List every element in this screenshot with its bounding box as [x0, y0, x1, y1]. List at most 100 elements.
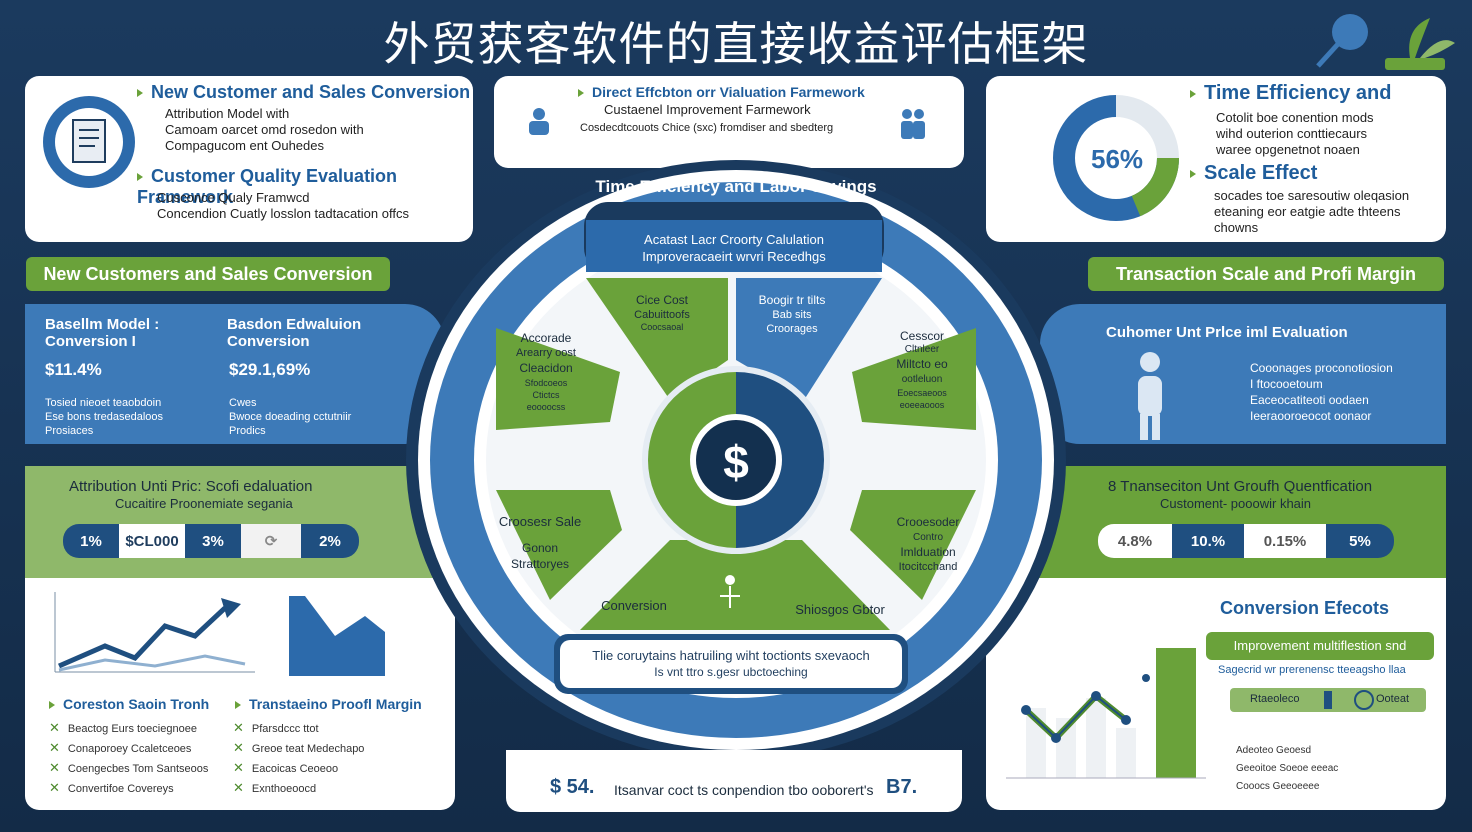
pill-cell: 0.15%	[1244, 524, 1326, 558]
segment-text: Contro	[913, 532, 943, 543]
text-line: Custaenel Improvement Farmework	[604, 102, 811, 117]
list-item: Convertifoe Covereys	[67, 783, 174, 795]
segment-cost	[586, 278, 728, 400]
cost-suffix: B7.	[886, 776, 918, 798]
segment-text: Cesscor	[900, 329, 944, 343]
text-line: Eaceocatiteoti oodaen	[1250, 393, 1369, 407]
heading-time-efficiency: Time Efficiency and	[1204, 82, 1392, 104]
chart-point	[1142, 674, 1150, 682]
people-icon	[901, 109, 925, 139]
heading-new-customer: New Customer and Sales Conversion	[151, 82, 471, 102]
segment-text: Strattoryes	[511, 557, 569, 571]
bar-highlight	[1156, 648, 1196, 778]
text-line: Customent- pooowir khain	[1160, 496, 1312, 511]
segment-text: Cabuittoofs	[634, 309, 690, 321]
text-line: Attribution Model with	[165, 106, 290, 121]
bar	[1116, 728, 1136, 778]
segment-sale	[496, 490, 622, 600]
pill-growth-metrics: 4.8% 10.% 0.15% 5%	[1098, 524, 1394, 558]
segment-text: Sfodcoeos	[525, 378, 568, 388]
banner-new-customers: New Customers and Sales Conversion	[26, 257, 390, 291]
check-icon: ✕	[49, 780, 60, 795]
pill-cell: $CL000	[119, 524, 185, 558]
text-line: Tosied nieoet teaobdoin	[45, 397, 162, 409]
segment-text: Cltnleer	[905, 344, 940, 355]
trend-line-secondary	[58, 654, 246, 672]
team-icon	[529, 108, 549, 135]
segment-text: Cleacidon	[519, 361, 572, 375]
dollar-icon	[696, 420, 776, 500]
pill-cell: 5%	[1326, 524, 1394, 558]
text-line: Ese bons tredasedaloos	[45, 411, 164, 423]
segment-text: Cice Cost	[636, 293, 689, 307]
toggle-slider[interactable]: Rtaeoleco Ooteat	[1230, 688, 1426, 712]
list-item: Conaporoey Ccaletceoes	[67, 743, 192, 755]
radio-icon[interactable]	[1354, 690, 1374, 710]
segment-text: Conversion	[601, 598, 667, 613]
heading-unit-price: Cuhomer Unt Prlce iml Evaluation	[1106, 324, 1348, 341]
donut-percent: 56%	[1091, 144, 1143, 174]
segment-text: Coocsaoal	[641, 322, 684, 332]
bottom-box-line: Tlie coruytains hatruiling wiht toctiont…	[592, 648, 869, 663]
text-line: Basdon Edwaluion	[227, 316, 362, 333]
segment-text: Miltcto eo	[896, 357, 948, 371]
panel-baseline-model: Basellm Model : Conversion I $11.4% Tosi…	[25, 304, 445, 444]
inner-box	[586, 220, 882, 272]
benefit-wheel: Time Efficiency and Labor Savings Acatas…	[406, 160, 1066, 760]
segment-text: Shiosgos Gbtor	[795, 602, 885, 617]
person-icon	[1138, 352, 1162, 440]
cost-text: Itsanvar coct ts conpendion tbo ooborert…	[614, 782, 874, 798]
segment-accurate	[496, 328, 620, 430]
text-line: Sagecrid wr prerenensc tteeagsho llaa	[1218, 664, 1406, 676]
text-line: Bwoce doeading cctutniir	[229, 411, 352, 423]
card-new-customer: New Customer and Sales Conversion Attrib…	[25, 76, 473, 242]
text-line: socades toe saresoutiw oleqasion	[1214, 188, 1410, 203]
text-line: waree opgenetnot noaen	[1216, 142, 1360, 157]
pin-icon	[1316, 14, 1368, 68]
text-line: Attribution Unti Pric: Scofi edaluation	[69, 478, 313, 495]
segment-conversion	[580, 540, 890, 630]
donut-segment-green	[1131, 157, 1179, 217]
text-line: Prodics	[229, 425, 266, 437]
segment-text: Gonon	[522, 541, 558, 555]
banner-transaction-scale: Transaction Scale and Profi Margin	[1088, 257, 1444, 291]
inner-box-line: Acatast Lacr Croorty Calulation	[644, 232, 824, 247]
slider-handle[interactable]	[1324, 691, 1332, 709]
list-item: Pfarsdccc ttot	[251, 723, 319, 735]
segment-text: Bab sits	[772, 309, 812, 321]
segment-text: Itocitcchand	[899, 561, 958, 573]
segment-budget	[736, 278, 882, 400]
heading-margin-list: Transtaeino Proofl Margin	[249, 696, 422, 712]
trend-line	[58, 606, 227, 669]
card-conversion-trends: Coreston Saoin Tronh ✕Beactog Eurs toeci…	[25, 578, 455, 810]
segment-text: Crooesoder	[897, 515, 960, 529]
pill-cell: 3%	[185, 524, 241, 558]
check-icon: ✕	[233, 740, 244, 755]
list-item: Coengecbes Tom Santseoos	[67, 763, 209, 775]
text-line: Cosdecdtcouots Chice (sxc) fromdiser and…	[580, 122, 834, 134]
baseline-eval-value: $29.1,69%	[229, 360, 311, 379]
check-icon: ✕	[49, 760, 60, 775]
text-line: Ieeraooroeocot oonaor	[1250, 409, 1372, 423]
document-icon	[43, 96, 135, 188]
text-line: Concendion Cuatly losslon tadtacation of…	[157, 206, 409, 221]
bottom-box-inner	[560, 640, 902, 688]
chart-point	[1091, 691, 1101, 701]
segment-text: ootleluon	[902, 374, 943, 385]
chart-point	[1021, 705, 1031, 715]
panel-unit-growth: 8 Tnanseciton Unt Groufh Quentfication C…	[1024, 466, 1446, 578]
list-item: Eacoicas Ceoeoo	[251, 763, 339, 775]
text-line: Basellm Model :	[45, 316, 160, 333]
text-line: Cooonages proconotiosion	[1250, 361, 1393, 375]
text-line: 8 Tnanseciton Unt Groufh Quentfication	[1108, 478, 1373, 495]
inner-box-line: Improveracaeirt wrvri Recedhgs	[642, 249, 826, 264]
segment-text: Croosesr Sale	[499, 514, 581, 529]
segment-text: Boogir tr tilts	[759, 293, 826, 307]
text-line: chowns	[1214, 220, 1259, 235]
segment-customer	[852, 328, 976, 430]
pill-attribution-metrics: 1% $CL000 3% ⟳ 2%	[63, 524, 359, 558]
card-cost-summary: $ 54. Itsanvar coct ts conpendion tbo oo…	[506, 750, 962, 812]
page-title: 外贸获客软件的直接收益评估框架	[383, 17, 1089, 71]
list-item: Greoe teat Medechapo	[251, 743, 365, 755]
segment-text: Croorages	[766, 323, 818, 335]
